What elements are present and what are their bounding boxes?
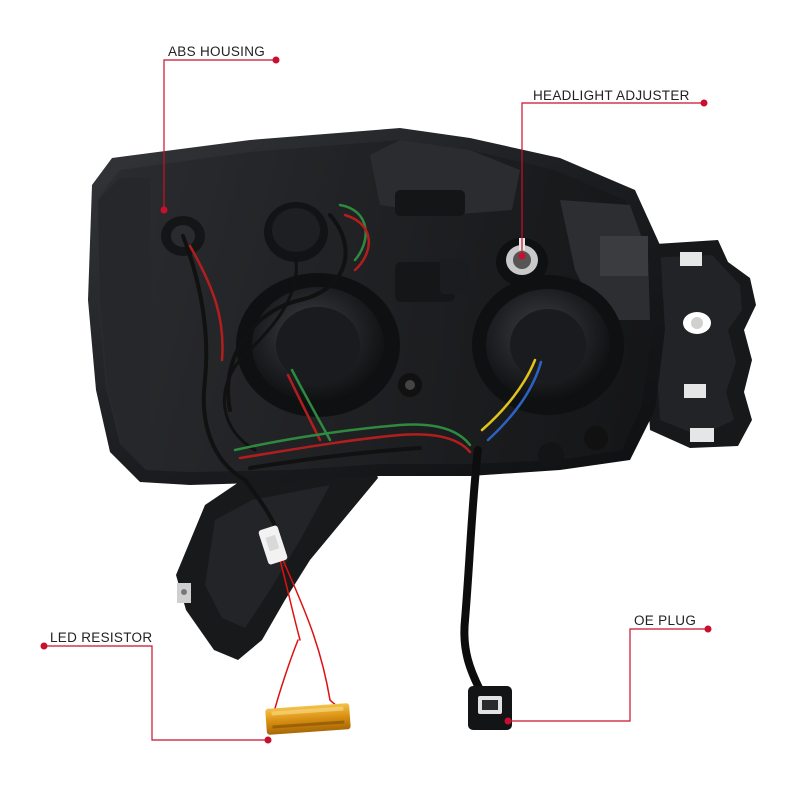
callout-headlight-adjuster: HEADLIGHT ADJUSTER — [533, 88, 690, 103]
bulb-sockets — [161, 190, 470, 302]
callout-abs-housing: ABS HOUSING — [168, 44, 266, 59]
oe-plug — [468, 686, 512, 730]
callout-oe-plug: OE PLUG — [634, 613, 697, 628]
mounting-tabs — [640, 240, 756, 448]
led-resistor — [265, 703, 351, 735]
wiring-harness — [181, 203, 543, 713]
inline-connector — [258, 525, 288, 565]
headlight-adjuster — [496, 238, 548, 286]
callout-lines — [40, 56, 712, 744]
callout-led-resistor: LED RESISTOR — [50, 630, 153, 645]
projector-bowls — [236, 273, 624, 468]
